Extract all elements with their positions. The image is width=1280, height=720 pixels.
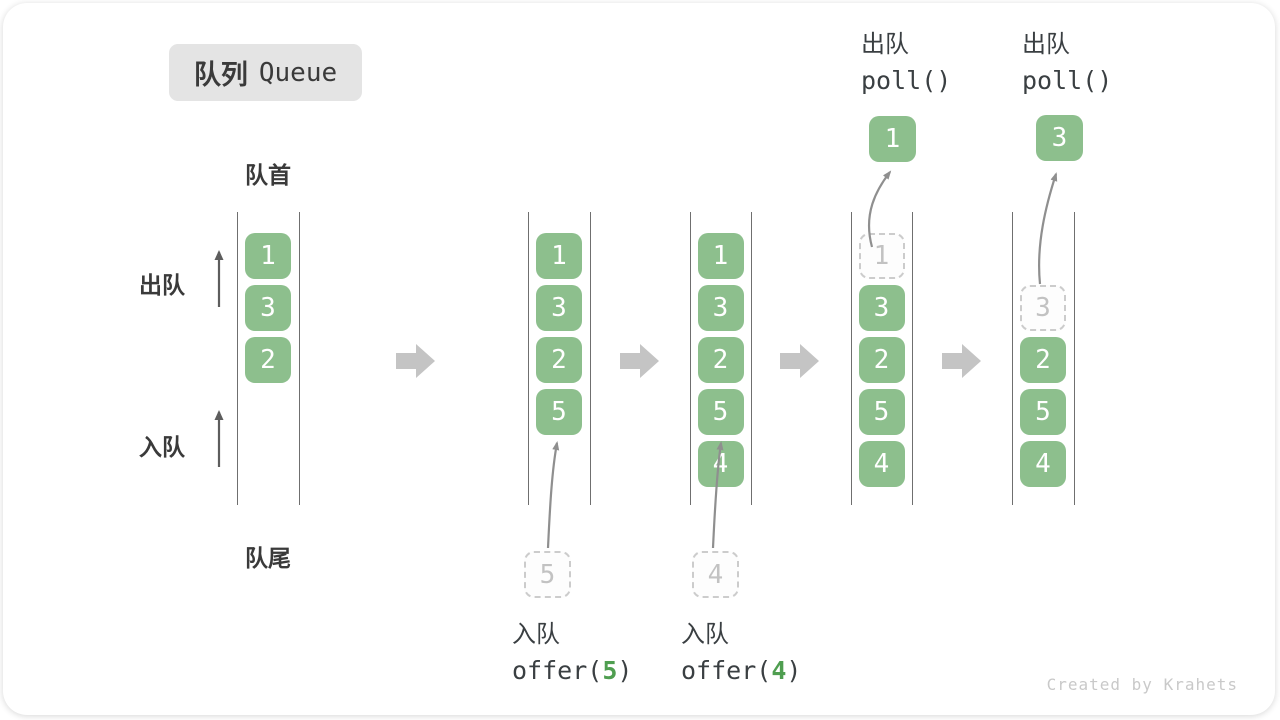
queue-wall-line <box>850 212 852 505</box>
queue-wall-line <box>1012 212 1014 505</box>
code-arg: 5 <box>602 656 618 685</box>
code-label: poll() <box>1022 63 1112 99</box>
action-label: 出队 <box>861 31 909 58</box>
queue-wall-line <box>298 212 300 505</box>
title-zh: 队列 <box>193 60 248 90</box>
queue-wall-line <box>689 212 691 505</box>
queue-item: 1 <box>245 233 291 279</box>
queue-wall-line <box>589 212 591 505</box>
queue-item: 5 <box>536 389 582 435</box>
queue-item: 3 <box>536 285 582 331</box>
queue-item: 2 <box>1020 337 1066 383</box>
dequeued-item: 1 <box>869 116 916 162</box>
code-label: offer(4) <box>681 653 801 689</box>
code-pre: offer( <box>512 656 603 685</box>
queue-item: 1 <box>697 233 744 279</box>
code-post: ) <box>617 656 633 685</box>
queue-item: 2 <box>697 337 744 383</box>
title-box: 队列 Queue <box>169 44 362 101</box>
queue-wall-line <box>528 212 530 505</box>
enqueue-ghost-item: 4 <box>692 551 739 598</box>
action-label: 入队 <box>512 621 560 648</box>
enqueue-ghost-item: 5 <box>524 551 571 598</box>
dequeue-label: 出队 poll() <box>861 27 951 99</box>
code-arg: 4 <box>771 656 787 685</box>
queue-item: 2 <box>858 337 905 383</box>
code-label: poll() <box>861 63 951 99</box>
queue-item: 3 <box>697 285 744 331</box>
action-label: 出队 <box>1022 31 1070 58</box>
step-arrow-icon <box>620 343 660 384</box>
queue-item: 3 <box>245 285 291 331</box>
queue-item: 2 <box>245 337 291 383</box>
queue-item: 2 <box>536 337 582 383</box>
queue-head-label: 队首 <box>245 162 291 188</box>
queue-item: 5 <box>697 389 744 435</box>
queue-item: 4 <box>858 441 905 487</box>
dequeued-item: 3 <box>1036 115 1083 161</box>
code-pre: poll() <box>1022 66 1113 95</box>
queue-wall-line <box>912 212 914 505</box>
step-arrow-icon <box>780 343 820 384</box>
queue-item: 4 <box>1020 441 1066 487</box>
code-pre: poll() <box>861 66 952 95</box>
watermark: Created by Krahets <box>1046 675 1238 694</box>
enqueue-side-label: 入队 <box>139 434 185 460</box>
step-arrow-icon <box>942 343 982 384</box>
queue-wall-line <box>1073 212 1075 505</box>
queue-wall-line <box>751 212 753 505</box>
code-label: offer(5) <box>512 653 632 689</box>
queue-wall-line <box>237 212 239 505</box>
dequeue-label: 出队 poll() <box>1022 27 1112 99</box>
queue-tail-label: 队尾 <box>245 545 291 571</box>
queue-item-removed: 1 <box>858 233 905 279</box>
dequeue-side-label: 出队 <box>139 272 185 298</box>
enqueue-label: 入队 offer(4) <box>681 617 801 689</box>
step-arrow-icon <box>396 343 436 384</box>
title-en: Queue <box>258 57 338 88</box>
queue-item: 4 <box>697 441 744 487</box>
queue-item: 5 <box>1020 389 1066 435</box>
queue-item: 5 <box>858 389 905 435</box>
queue-item-removed: 3 <box>1020 285 1066 331</box>
code-post: ) <box>786 656 802 685</box>
code-pre: offer( <box>681 656 772 685</box>
enqueue-label: 入队 offer(5) <box>512 617 632 689</box>
queue-item: 1 <box>536 233 582 279</box>
action-label: 入队 <box>681 621 729 648</box>
queue-item: 3 <box>858 285 905 331</box>
